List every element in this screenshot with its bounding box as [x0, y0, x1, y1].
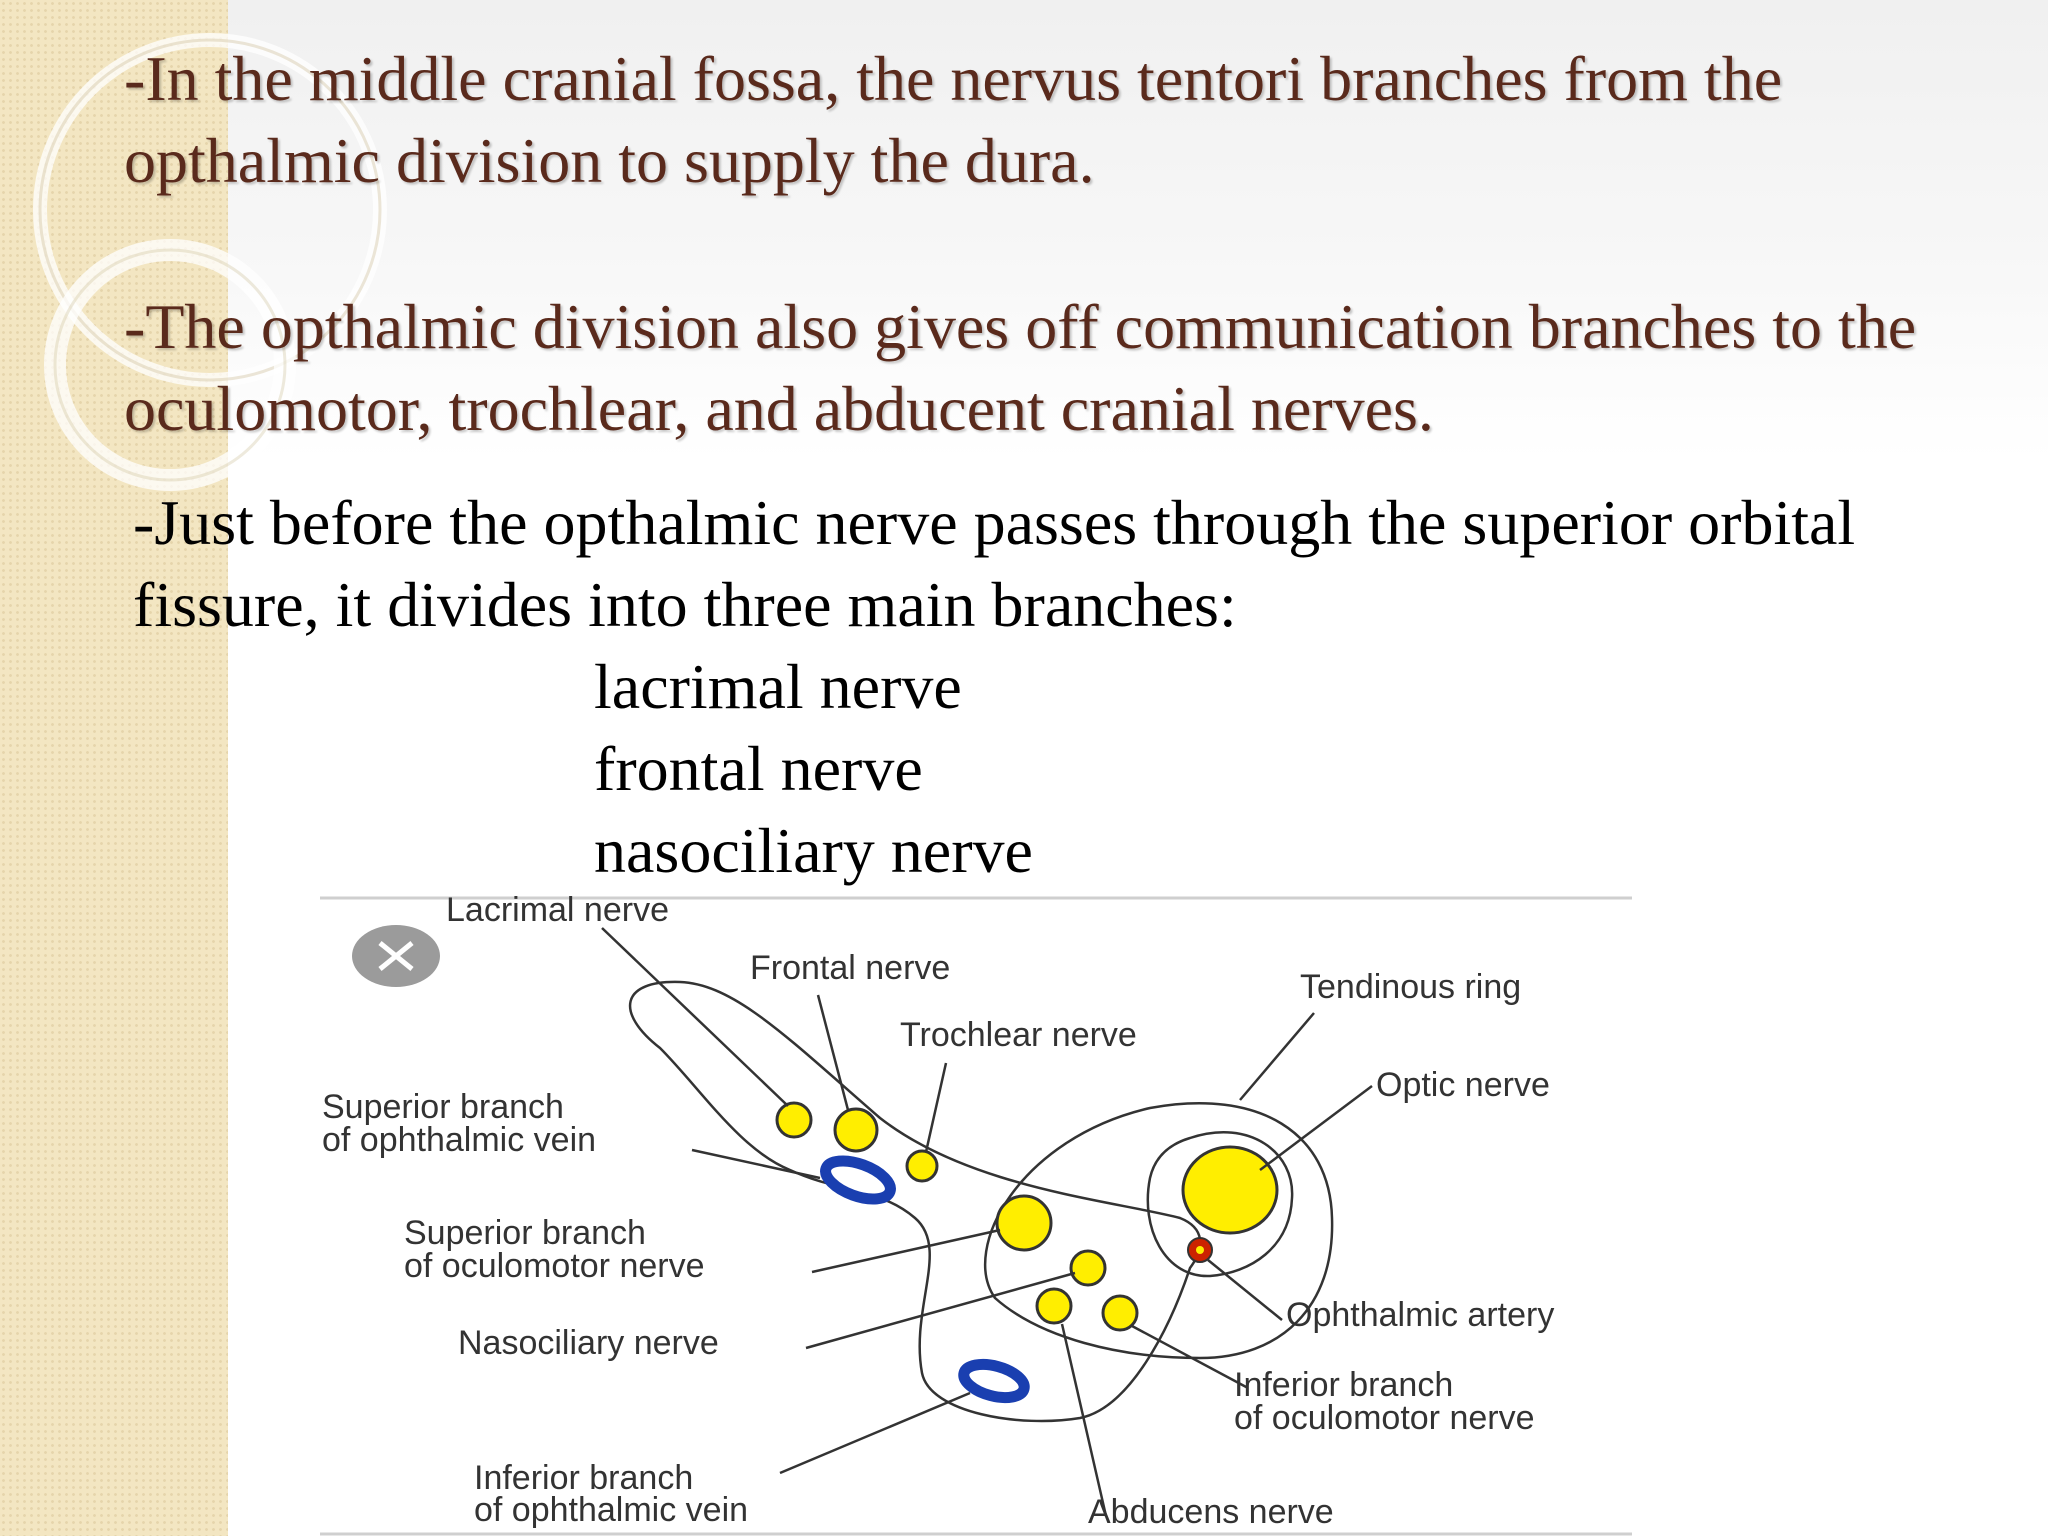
branch-item-lacrimal: lacrimal nerve	[594, 651, 962, 722]
label-abducens-nerve: Abducens nerve	[1088, 1493, 1334, 1531]
label-ophthalmic-artery: Ophthalmic artery	[1286, 1296, 1554, 1334]
optic-canal-outline	[1146, 1131, 1294, 1278]
label-lacrimal-nerve: Lacrimal nerve	[446, 891, 669, 929]
label-superior-vein-1: Superior branch	[322, 1088, 564, 1126]
label-superior-oculomotor-2: of oculomotor nerve	[404, 1247, 705, 1285]
nasociliary-nerve-shape	[1069, 1249, 1107, 1287]
label-inferior-vein-1: Inferior branch	[474, 1459, 693, 1497]
superior-vein-shape	[820, 1155, 896, 1205]
label-frontal-nerve: Frontal nerve	[750, 949, 950, 987]
intro-paragraph-dura: -In the middle cranial fossa, the nervus…	[124, 43, 1783, 196]
abducens-nerve-shape	[1035, 1287, 1073, 1325]
branch-item-nasociliary: nasociliary nerve	[594, 815, 1033, 886]
superior-oculomotor-shape	[995, 1194, 1053, 1252]
trochlear-nerve-shape	[905, 1149, 939, 1183]
label-trochlear-nerve: Trochlear nerve	[900, 1016, 1137, 1054]
optic-nerve-shape	[1181, 1145, 1279, 1235]
label-superior-vein-2: of ophthalmic vein	[322, 1121, 596, 1159]
close-x-icon[interactable]	[352, 925, 440, 987]
tendinous-ring-outline	[984, 1102, 1334, 1360]
branch-list: lacrimal nerve frontal nerve nasociliary…	[594, 646, 1033, 892]
label-inferior-oculomotor-1: Inferior branch	[1234, 1366, 1453, 1404]
intro-paragraph-communication: -The opthalmic division also gives off c…	[124, 291, 1917, 444]
leader-lines	[601, 927, 1373, 1517]
label-nasociliary-nerve: Nasociliary nerve	[458, 1324, 719, 1362]
label-superior-oculomotor-1: Superior branch	[404, 1214, 646, 1252]
label-inferior-oculomotor-2: of oculomotor nerve	[1234, 1399, 1535, 1437]
label-inferior-vein-2: of ophthalmic vein	[474, 1491, 748, 1529]
inferior-oculomotor-shape	[1101, 1294, 1139, 1332]
branch-item-frontal: frontal nerve	[594, 733, 923, 804]
frontal-nerve-shape	[833, 1107, 879, 1153]
label-optic-nerve: Optic nerve	[1376, 1066, 1550, 1104]
label-tendinous-ring: Tendinous ring	[1300, 968, 1521, 1006]
inferior-vein-shape	[958, 1358, 1030, 1404]
diagram-labels: Lacrimal nerve Frontal nerve Trochlear n…	[322, 891, 1554, 1531]
title-band-background	[228, 0, 2048, 460]
lacrimal-nerve-shape	[775, 1101, 813, 1139]
orbital-fissure-diagram: Lacrimal nerve Frontal nerve Trochlear n…	[320, 888, 1632, 1536]
intro-paragraph-division: -Just before the opthalmic nerve passes …	[133, 487, 1856, 640]
decorative-rings	[33, 33, 387, 491]
